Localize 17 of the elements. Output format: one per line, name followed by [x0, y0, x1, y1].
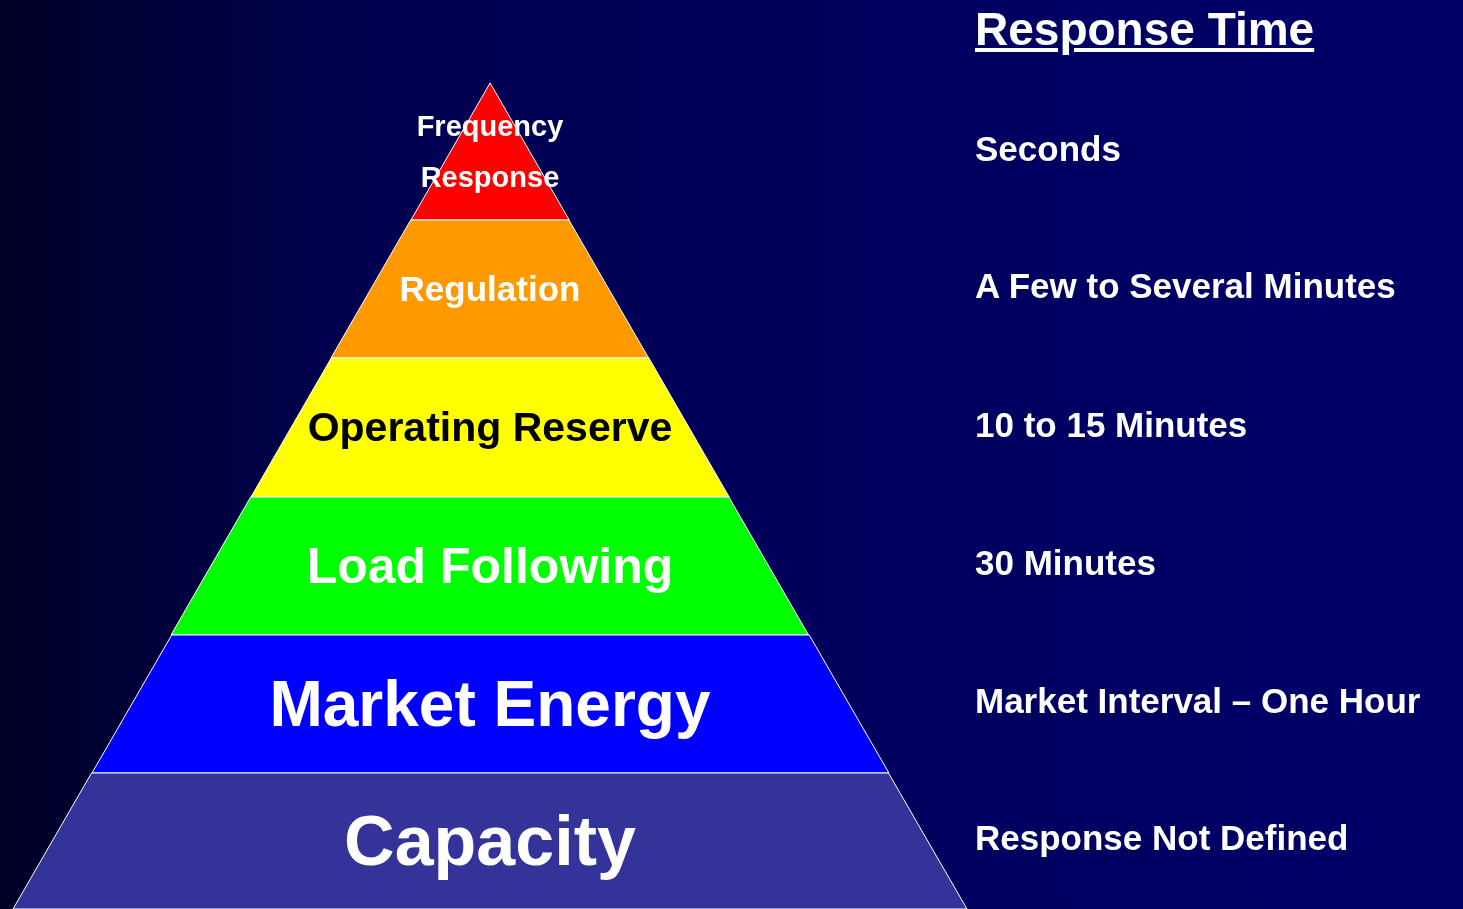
- pyramid-layer: [331, 220, 649, 358]
- layer-label: Load Following: [306, 537, 674, 596]
- layer-label: Regulation: [399, 268, 581, 310]
- response-time-text: 10 to 15 Minutes: [975, 404, 1248, 445]
- response-time-text: Market Interval – One Hour: [975, 681, 1421, 721]
- layer-label: Operating Reserve: [307, 403, 673, 452]
- response-time-text: A Few to Several Minutes: [975, 266, 1396, 306]
- column-heading: Response Time: [975, 2, 1315, 56]
- layer-label: Capacity: [344, 801, 636, 882]
- pyramid-layer: [171, 497, 809, 635]
- pyramid-layer: [91, 635, 889, 773]
- pyramid-layer: [250, 358, 730, 497]
- response-time-text: Response Not Defined: [975, 818, 1349, 858]
- response-time-text: 30 Minutes: [975, 543, 1156, 583]
- layer-label: Market Energy: [269, 666, 711, 742]
- response-time-text: Seconds: [975, 129, 1121, 169]
- pyramid-base: [13, 773, 967, 909]
